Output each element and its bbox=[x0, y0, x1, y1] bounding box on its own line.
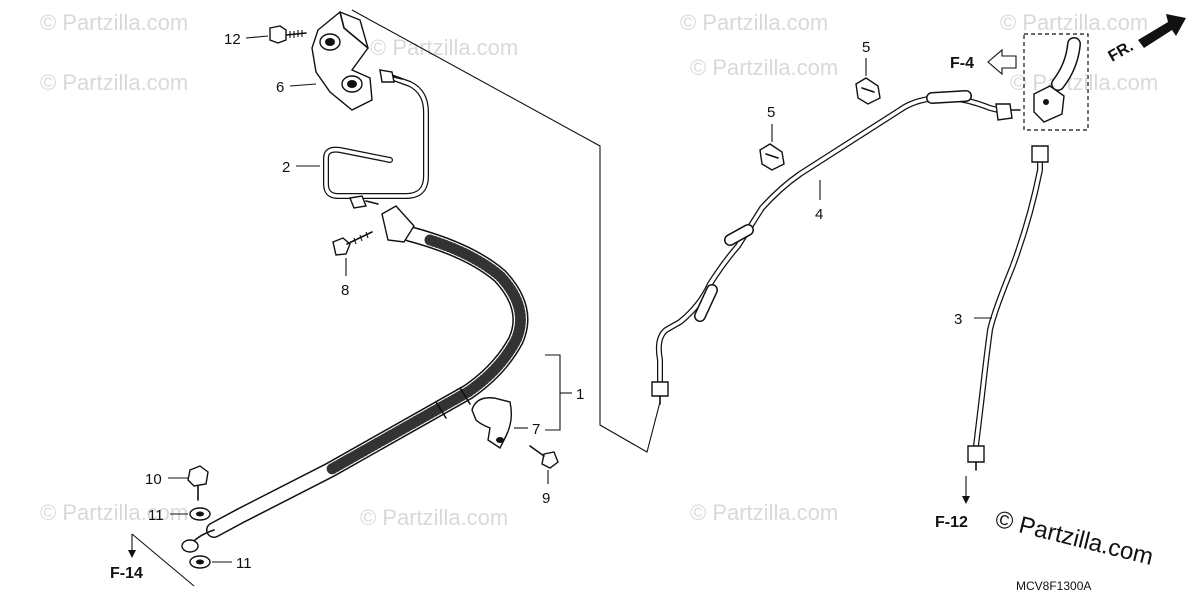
ref-f4: F-4 bbox=[950, 55, 974, 72]
watermark: © Partzilla.com bbox=[370, 35, 518, 60]
watermark: © Partzilla.com bbox=[1010, 70, 1158, 95]
watermark: © Partzilla.com bbox=[690, 55, 838, 80]
ref-f14: F-14 bbox=[110, 565, 143, 582]
callout-8: 8 bbox=[341, 282, 349, 299]
brand-watermark: © Partzilla.com bbox=[993, 506, 1156, 571]
f14-guide-line bbox=[131, 533, 195, 587]
leader-12 bbox=[245, 35, 269, 39]
bolt-12 bbox=[269, 25, 307, 44]
brake-hose-1 bbox=[181, 205, 529, 553]
watermark: © Partzilla.com bbox=[40, 500, 188, 525]
master-cylinder-fitting bbox=[1033, 37, 1081, 123]
brake-pipe-2 bbox=[323, 69, 429, 209]
bracket-1 bbox=[545, 354, 561, 431]
watermark: © Partzilla.com bbox=[40, 10, 188, 35]
assembly-guide-line bbox=[351, 9, 661, 453]
callout-3: 3 bbox=[954, 311, 962, 328]
callout-7: 7 bbox=[532, 421, 540, 438]
leader-6 bbox=[289, 83, 317, 87]
ref-f12: F-12 bbox=[935, 514, 968, 531]
watermark: © Partzilla.com bbox=[40, 70, 188, 95]
front-arrow bbox=[1138, 14, 1186, 48]
f4-arrow bbox=[987, 48, 1017, 76]
callout-6: 6 bbox=[276, 79, 284, 96]
brake-pipe-4 bbox=[651, 90, 1021, 405]
watermark: © Partzilla.com bbox=[680, 10, 828, 35]
bolt-10 bbox=[187, 465, 209, 501]
callout-1: 1 bbox=[576, 386, 584, 403]
watermark: © Partzilla.com bbox=[690, 500, 838, 525]
bolt-8 bbox=[332, 231, 373, 256]
washer-11-lower-hole bbox=[196, 559, 204, 565]
callout-5-upper: 5 bbox=[862, 39, 870, 56]
bolt-9 bbox=[529, 445, 559, 469]
diagram-code: MCV8F1300A bbox=[1016, 579, 1091, 593]
master-cylinder-ref-box bbox=[1023, 33, 1089, 131]
watermark: © Partzilla.com bbox=[360, 505, 508, 530]
callout-4: 4 bbox=[815, 206, 823, 223]
watermark-layer: © Partzilla.com © Partzilla.com © Partzi… bbox=[40, 10, 1158, 530]
brake-pipe-3 bbox=[967, 145, 1049, 471]
clamp-5-lower bbox=[759, 143, 785, 171]
washer-11-upper-hole bbox=[196, 511, 204, 517]
callout-12: 12 bbox=[224, 31, 241, 48]
callout-11-upper: 11 bbox=[148, 507, 164, 524]
callout-2: 2 bbox=[282, 159, 290, 176]
f14-arrow-head bbox=[128, 550, 136, 558]
clip-7 bbox=[471, 397, 513, 450]
f12-arrow-head bbox=[962, 496, 970, 504]
callout-9: 9 bbox=[542, 490, 550, 507]
joint-6 bbox=[311, 11, 373, 111]
callout-11-lower: 11 bbox=[236, 555, 252, 572]
clamp-5-upper bbox=[855, 77, 881, 105]
callout-5-lower: 5 bbox=[767, 104, 775, 121]
watermark: © Partzilla.com bbox=[1000, 10, 1148, 35]
callout-10: 10 bbox=[145, 471, 162, 488]
ref-front: FR. bbox=[1106, 38, 1137, 66]
